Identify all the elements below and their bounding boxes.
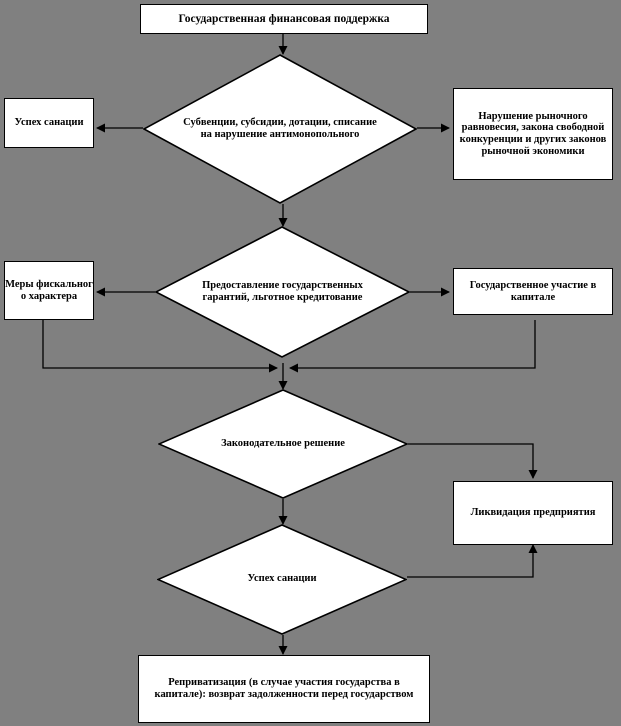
legislative-diamond-shape	[158, 389, 408, 499]
node-state-capital-label: Государственное участие в капитале	[469, 279, 597, 303]
state-guarantees-diamond-shape	[155, 226, 410, 358]
node-liquidation-label: Ликвидация предприятия	[470, 507, 596, 519]
node-success-left-label: Успех санации	[14, 117, 84, 129]
success-sanation-diamond-shape	[157, 524, 407, 635]
node-reprivatization[interactable]: Реприватизация (в случае участия государ…	[138, 655, 430, 723]
node-state-capital[interactable]: Государственное участие в капитале	[453, 268, 613, 315]
node-fiscal-measures[interactable]: Меры фискальног о характера	[4, 261, 94, 320]
node-success-sanation[interactable]: Успех санации	[157, 524, 407, 635]
node-start[interactable]: Государственная финансовая поддержка	[140, 4, 428, 34]
node-subvention[interactable]: Субвенции, субсидии, дотации, списание н…	[143, 54, 417, 204]
subvention-diamond-shape	[143, 54, 417, 204]
node-legislative-decision[interactable]: Законодательное решение	[158, 389, 408, 499]
node-start-label: Государственная финансовая поддержка	[178, 12, 390, 25]
node-success-left[interactable]: Успех санации	[4, 98, 94, 148]
edge-success-to-liquidation	[407, 544, 538, 578]
node-market-violation[interactable]: Нарушение рыночного равновесия, закона с…	[453, 88, 613, 180]
node-fiscal-measures-label: Меры фискальног о характера	[5, 278, 93, 302]
node-state-guarantees[interactable]: Предоставление государственных гарантий,…	[155, 226, 410, 358]
edge-legislative-to-liquidation	[408, 443, 538, 479]
node-liquidation[interactable]: Ликвидация предприятия	[453, 481, 613, 545]
node-reprivatization-label: Реприватизация (в случае участия государ…	[154, 677, 414, 700]
node-market-violation-label: Нарушение рыночного равновесия, закона с…	[459, 110, 607, 157]
